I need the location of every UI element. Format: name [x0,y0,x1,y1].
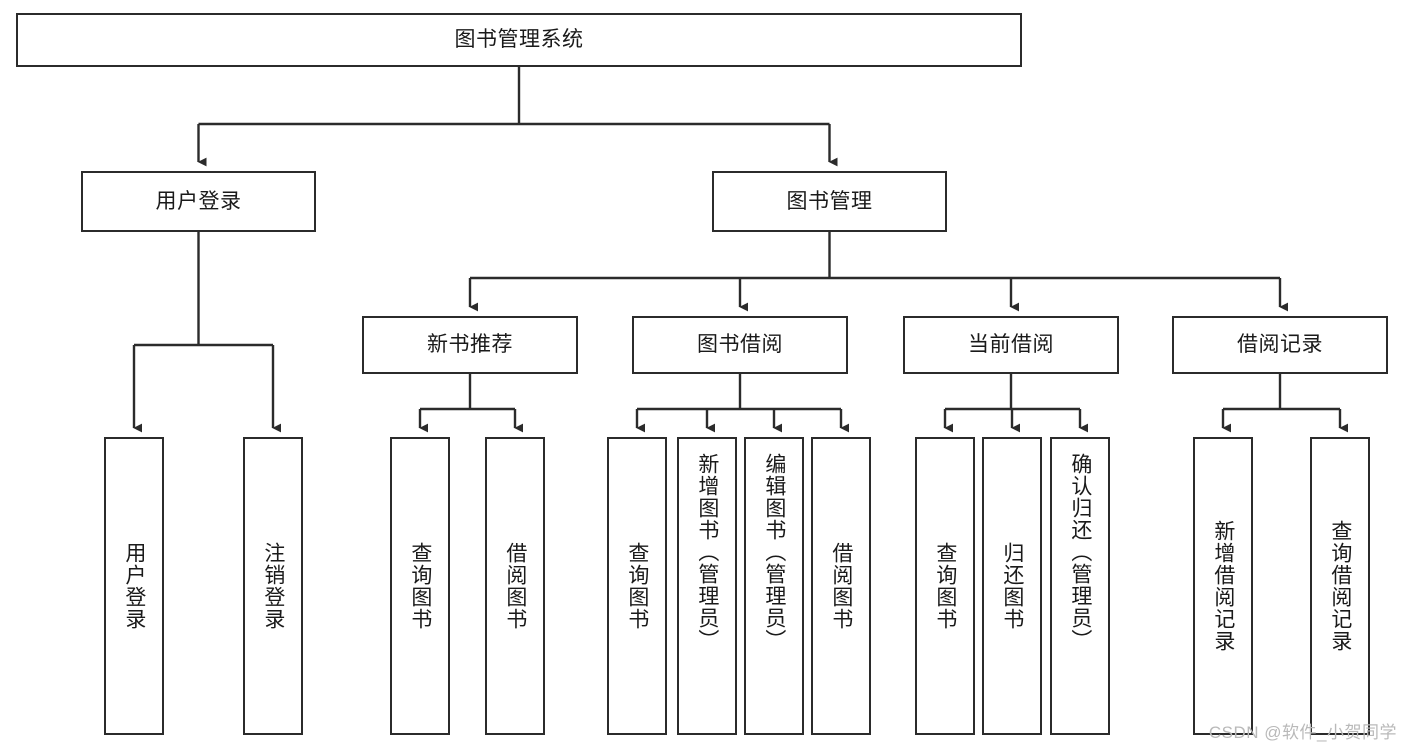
node-label: 查询图书 [933,542,957,630]
node-label-wrap: 新增图书（管理员） [679,439,735,733]
node-label: 借阅记录 [1237,333,1323,357]
node-root[interactable]: 图书管理系统 [16,13,1022,67]
node-label: 借阅图书 [503,542,527,630]
leaf-leaf-add-book[interactable]: 新增图书（管理员） [677,437,737,735]
leaf-leaf-logout[interactable]: 注销登录 [243,437,303,735]
node-label: 新书推荐 [427,333,513,357]
node-label-wrap: 查询借阅记录 [1312,439,1368,733]
node-label: 当前借阅 [968,333,1054,357]
node-new-book-recommend[interactable]: 新书推荐 [362,316,578,374]
node-label: 查询借阅记录 [1328,520,1352,652]
node-label: 用户登录 [122,542,146,630]
node-label: 归还图书 [1000,542,1024,630]
leaf-leaf-add-record[interactable]: 新增借阅记录 [1193,437,1253,735]
node-label: 图书管理 [786,189,873,213]
leaf-leaf-query-book-brw[interactable]: 查询图书 [607,437,667,735]
csdn-watermark: CSDN @软件_小贺同学 [1208,723,1397,742]
leaf-leaf-confirm-return[interactable]: 确认归还（管理员） [1050,437,1110,735]
leaf-leaf-borrow-book-brw[interactable]: 借阅图书 [811,437,871,735]
leaf-leaf-borrow-book-rec[interactable]: 借阅图书 [485,437,545,735]
node-label: 新增图书（管理员） [695,453,719,651]
node-book-borrow[interactable]: 图书借阅 [632,316,848,374]
node-label-wrap: 编辑图书（管理员） [746,439,802,733]
node-label: 借阅图书 [829,542,853,630]
node-label-wrap: 查询图书 [917,439,973,733]
node-user-login[interactable]: 用户登录 [81,171,316,232]
node-label-wrap: 确认归还（管理员） [1052,439,1108,733]
node-label-wrap: 查询图书 [392,439,448,733]
node-book-management[interactable]: 图书管理 [712,171,947,232]
node-label: 查询图书 [408,542,432,630]
node-label-wrap: 新增借阅记录 [1195,439,1251,733]
node-label: 图书借阅 [697,333,783,357]
node-borrow-record[interactable]: 借阅记录 [1172,316,1388,374]
node-label-wrap: 用户登录 [106,439,162,733]
node-label-wrap: 借阅图书 [487,439,543,733]
node-label-wrap: 注销登录 [245,439,301,733]
leaf-leaf-edit-book[interactable]: 编辑图书（管理员） [744,437,804,735]
node-label: 新增借阅记录 [1211,520,1235,652]
node-label: 编辑图书（管理员） [762,453,786,651]
node-label: 注销登录 [261,542,285,630]
node-label-wrap: 借阅图书 [813,439,869,733]
node-label-wrap: 查询图书 [609,439,665,733]
leaf-leaf-query-book-rec[interactable]: 查询图书 [390,437,450,735]
leaf-leaf-query-record[interactable]: 查询借阅记录 [1310,437,1370,735]
node-label: 用户登录 [155,189,242,213]
leaf-leaf-query-book-cur[interactable]: 查询图书 [915,437,975,735]
node-current-borrow[interactable]: 当前借阅 [903,316,1119,374]
connector-lines [132,67,1349,433]
node-label: 确认归还（管理员） [1068,453,1092,651]
node-label: 查询图书 [625,542,649,630]
leaf-leaf-user-login[interactable]: 用户登录 [104,437,164,735]
node-label: 图书管理系统 [454,28,584,52]
node-label-wrap: 归还图书 [984,439,1040,733]
leaf-leaf-return-book[interactable]: 归还图书 [982,437,1042,735]
